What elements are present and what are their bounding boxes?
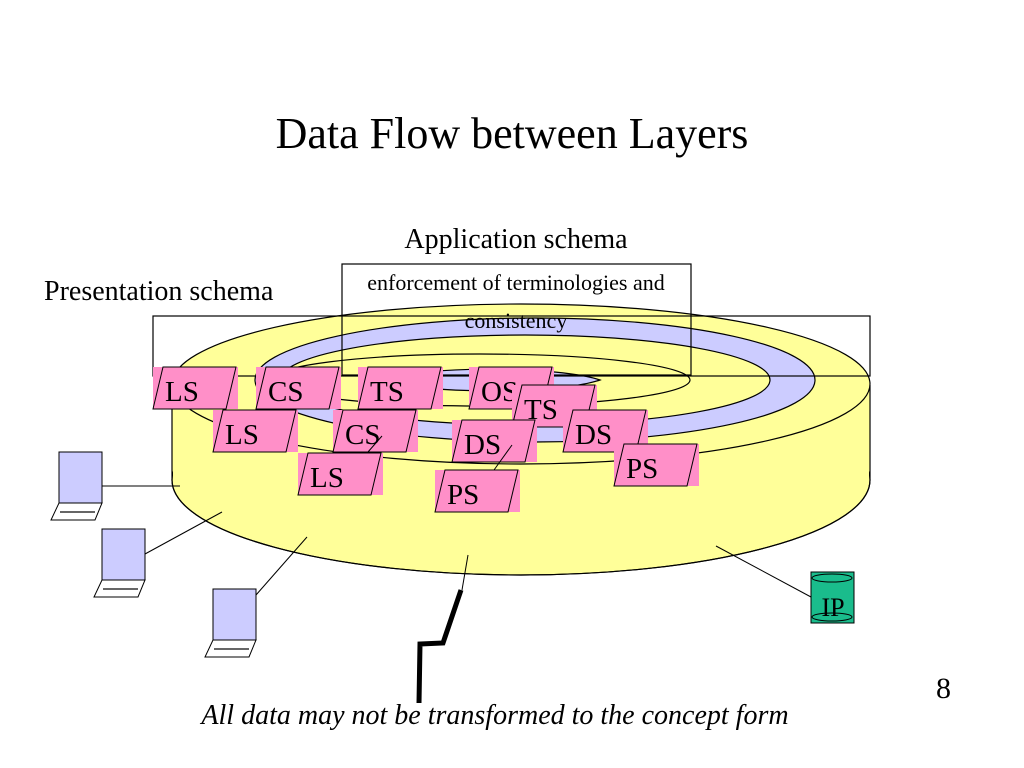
schema-box-label: PS: [626, 453, 658, 485]
schema-box-outline: [613, 443, 698, 487]
laptop-terminal-icon: [58, 451, 103, 504]
schema-box-label: TS: [370, 376, 404, 408]
schema-box-label: PS: [447, 479, 479, 511]
schema-box-label: LS: [225, 419, 259, 451]
schema-box-ls2[interactable]: LS: [212, 409, 298, 453]
schema-box-ds2[interactable]: DS: [562, 409, 648, 453]
slide-title: Data Flow between Layers: [275, 109, 749, 158]
database-link: [715, 545, 812, 598]
schema-box-outline: [255, 366, 340, 410]
schema-box-ls3[interactable]: LS: [297, 452, 383, 496]
database-top: [811, 573, 853, 583]
laptop-terminal-icon: [212, 588, 257, 641]
terminal-2-link: [144, 511, 223, 555]
database-bottom: [811, 612, 853, 622]
schema-box-cs2[interactable]: CS: [332, 409, 418, 453]
network-link: [461, 554, 469, 591]
presentation-schema-label: Presentation schema: [44, 276, 274, 307]
application-schema-label: Application schema: [404, 224, 628, 255]
application-schema-note: enforcement of terminologies and consist…: [367, 270, 665, 333]
terminal-3[interactable]: [204, 588, 257, 658]
schema-box-outline: [212, 409, 297, 453]
terminal-2[interactable]: [93, 528, 146, 598]
laptop-terminal-icon: [101, 528, 146, 581]
schema-box-ps1[interactable]: PS: [613, 443, 699, 487]
ip-database[interactable]: IP: [810, 571, 855, 624]
schema-box-label: DS: [575, 419, 612, 451]
schema-box-label: DS: [464, 429, 501, 461]
connections: [102, 485, 812, 598]
schema-box-label: LS: [310, 462, 344, 494]
schema-box-ls1[interactable]: LS: [152, 366, 238, 410]
schema-box-cs1[interactable]: CS: [255, 366, 341, 410]
database-label: IP: [821, 593, 844, 622]
schema-box-label: CS: [345, 419, 380, 451]
footer-note: All data may not be transformed to the c…: [201, 700, 789, 731]
schema-box-outline: [332, 409, 417, 453]
schema-box-label: CS: [268, 376, 303, 408]
lightning-bolt-icon: [416, 589, 464, 704]
schema-box-outline: [451, 419, 536, 463]
schema-box-label: OS: [481, 376, 518, 408]
terminal-1[interactable]: [50, 451, 103, 521]
disk-bottom-curve: [171, 479, 871, 576]
schema-box-outline: [357, 366, 442, 410]
page-number: 8: [936, 672, 951, 705]
schema-box-ps2[interactable]: PS: [434, 469, 520, 513]
schema-box-ts1[interactable]: TS: [357, 366, 443, 410]
schema-box-ds1[interactable]: DS: [451, 419, 537, 463]
schema-box-label: LS: [165, 376, 199, 408]
schema-box-outline: [297, 452, 382, 496]
terminal-3-link: [255, 536, 308, 596]
schema-box-outline: [152, 366, 237, 410]
